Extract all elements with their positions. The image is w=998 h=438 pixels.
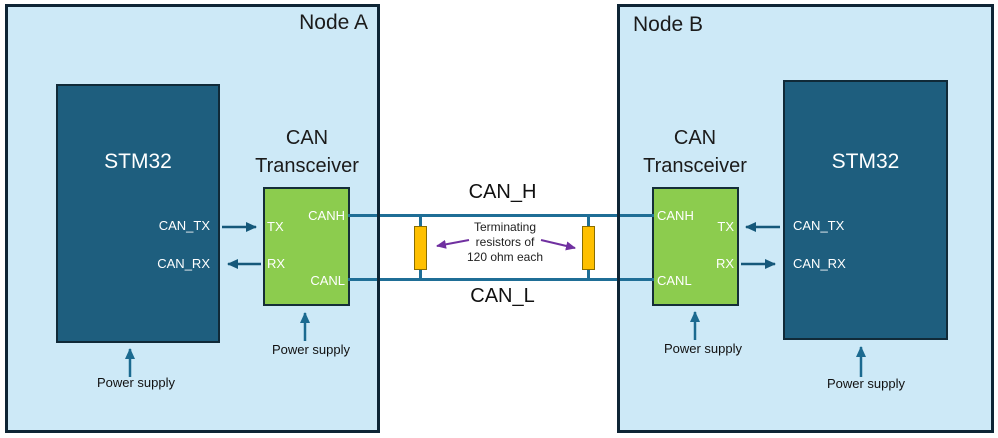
termination-note-line2: resistors of <box>475 235 535 249</box>
node-b-trx-canh-pin: CANH <box>657 208 694 223</box>
can-l-label: CAN_L <box>470 285 535 307</box>
node-b-trx-power-label: Power supply <box>663 341 743 356</box>
left-terminating-resistor <box>414 226 427 270</box>
node-a-can-tx-pin: CAN_TX <box>158 218 210 233</box>
node-b-can-rx-pin: CAN_RX <box>793 256 846 271</box>
node-b-stm32-box <box>783 80 948 340</box>
node-b-stm32-label: STM32 <box>831 150 900 173</box>
node-b-title: Node B <box>633 13 704 36</box>
node-b-transceiver-title: CAN Transceiver <box>643 127 747 177</box>
node-b-trx-tx-pin: TX <box>717 219 734 234</box>
can-l-wire <box>348 278 654 281</box>
node-a-trx-canl-pin: CANL <box>310 273 345 288</box>
node-b-transceiver-box <box>652 187 739 306</box>
node-b-stm32-power-label: Power supply <box>826 376 906 391</box>
termination-note-line1: Terminating <box>473 220 537 234</box>
node-a-transceiver-box <box>263 187 350 306</box>
can-h-label: CAN_H <box>468 181 537 203</box>
node-a-trx-tx-pin: TX <box>267 219 284 234</box>
node-a-stm32-box <box>56 84 220 343</box>
termination-note-line3: 120 ohm each <box>466 250 544 264</box>
node-a-transceiver-title: CAN Transceiver <box>255 127 359 177</box>
node-a-stm32-power-label: Power supply <box>96 375 176 390</box>
node-a-stm32-label: STM32 <box>104 150 172 173</box>
node-a-can-rx-pin: CAN_RX <box>157 256 210 271</box>
node-b-trx-rx-pin: RX <box>715 256 734 271</box>
node-a-trx-power-label: Power supply <box>271 342 351 357</box>
right-terminating-resistor <box>582 226 595 270</box>
node-a-trx-rx-pin: RX <box>267 256 286 271</box>
node-b-can-tx-pin: CAN_TX <box>793 218 845 233</box>
node-a-title: Node A <box>299 11 368 34</box>
node-a-border-overlay <box>377 210 380 284</box>
node-a-trx-canh-pin: CANH <box>308 208 345 223</box>
can-h-wire <box>348 214 654 217</box>
node-b-trx-canl-pin: CANL <box>657 273 692 288</box>
node-b-border-overlay <box>617 210 620 284</box>
termination-note: Terminating resistors of 120 ohm each <box>443 220 567 265</box>
